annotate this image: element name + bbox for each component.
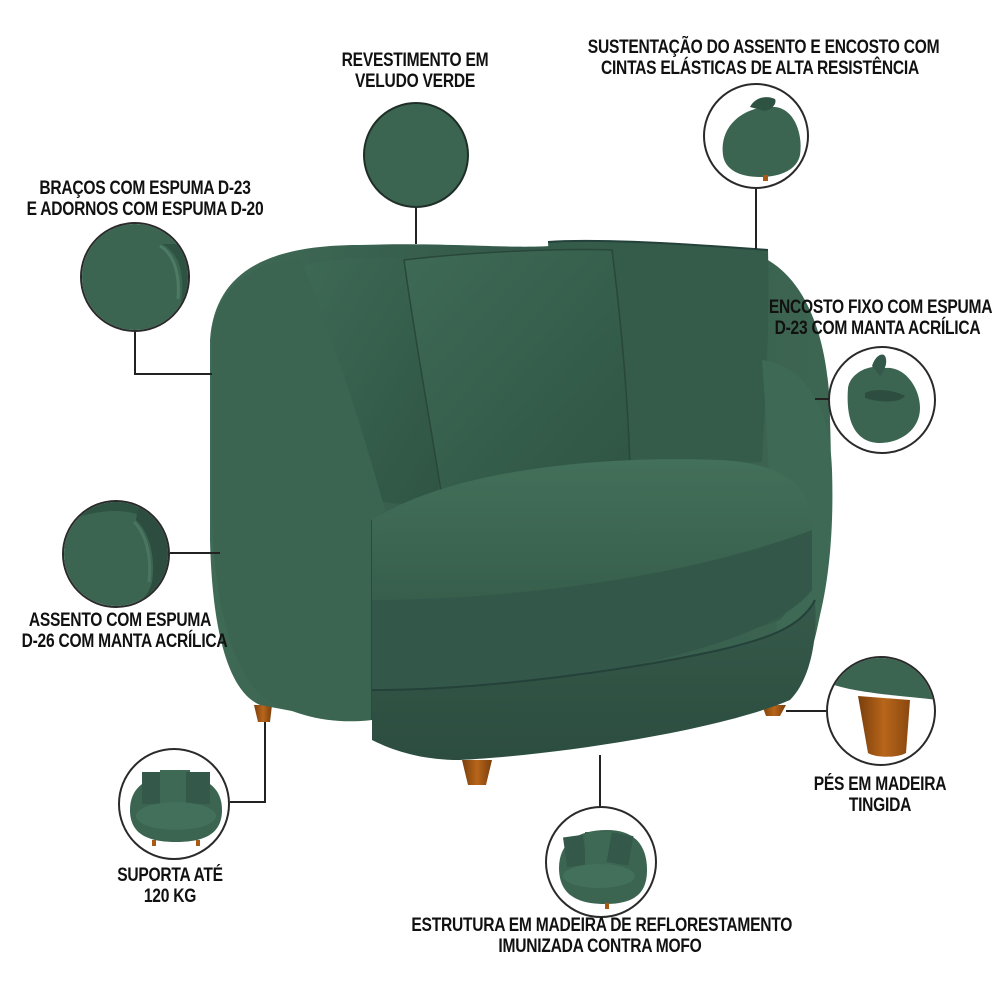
label-line: PÉS EM MADEIRA bbox=[813, 774, 947, 795]
armchair-side-view-icon bbox=[703, 83, 809, 189]
label-line: SUSTENTAÇÃO DO ASSENTO E ENCOSTO COM bbox=[587, 37, 940, 58]
label-line: D-23 COM MANTA ACRÍLICA bbox=[774, 318, 981, 339]
label-assento: ASSENTO COM ESPUMA D-26 COM MANTA ACRÍLI… bbox=[21, 610, 228, 652]
velvet-swatch-icon bbox=[363, 102, 469, 208]
callout-line bbox=[755, 189, 757, 249]
arm-detail-icon bbox=[80, 222, 190, 332]
callout-line bbox=[599, 755, 601, 807]
label-line: ENCOSTO FIXO COM ESPUMA bbox=[768, 297, 993, 318]
label-line: ASSENTO COM ESPUMA bbox=[28, 610, 212, 631]
label-estrutura: ESTRUTURA EM MADEIRA DE REFLORESTAMENTO … bbox=[411, 915, 793, 957]
callout-line bbox=[230, 801, 266, 803]
label-line: ESTRUTURA EM MADEIRA DE REFLORESTAMENTO bbox=[411, 915, 793, 936]
backrest-top-view-icon bbox=[828, 346, 936, 454]
label-line: SUPORTA ATÉ bbox=[117, 865, 223, 886]
callout-line bbox=[415, 208, 417, 244]
label-sustentacao: SUSTENTAÇÃO DO ASSENTO E ENCOSTO COM CIN… bbox=[587, 37, 940, 79]
label-line: CINTAS ELÁSTICAS DE ALTA RESISTÊNCIA bbox=[600, 58, 920, 79]
callout-line bbox=[264, 722, 266, 802]
label-line: E ADORNOS COM ESPUMA D-20 bbox=[26, 199, 264, 220]
callout-line bbox=[134, 332, 136, 374]
label-pes: PÉS EM MADEIRA TINGIDA bbox=[806, 774, 954, 816]
wood-leg-icon bbox=[826, 656, 936, 766]
label-line: IMUNIZADA CONTRA MOFO bbox=[498, 936, 702, 957]
label-line: REVESTIMENTO EM bbox=[341, 50, 489, 71]
callout-line bbox=[134, 373, 212, 375]
callout-line bbox=[170, 552, 220, 554]
label-bracos: BRAÇOS COM ESPUMA D-23 E ADORNOS COM ESP… bbox=[26, 178, 264, 220]
armchair-front-view-icon bbox=[118, 748, 230, 860]
label-revestimento: REVESTIMENTO EM VELUDO VERDE bbox=[337, 50, 493, 92]
label-line: TINGIDA bbox=[848, 795, 912, 816]
label-line: VELUDO VERDE bbox=[354, 71, 475, 92]
label-line: 120 KG bbox=[143, 886, 197, 907]
label-encosto: ENCOSTO FIXO COM ESPUMA D-23 COM MANTA A… bbox=[768, 297, 993, 339]
callout-line bbox=[815, 398, 829, 400]
armchair-three-quarter-view-icon bbox=[545, 806, 657, 918]
label-line: D-26 COM MANTA ACRÍLICA bbox=[21, 631, 228, 652]
seat-detail-icon bbox=[62, 500, 170, 608]
callout-line bbox=[786, 710, 826, 712]
label-suporta: SUPORTA ATÉ 120 KG bbox=[113, 865, 228, 907]
label-line: BRAÇOS COM ESPUMA D-23 bbox=[39, 178, 251, 199]
